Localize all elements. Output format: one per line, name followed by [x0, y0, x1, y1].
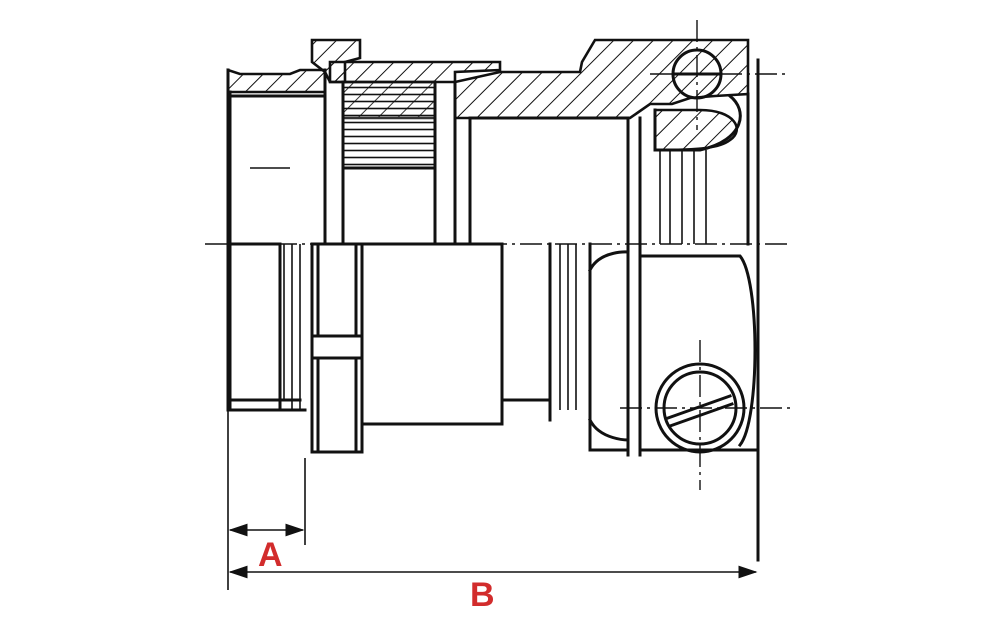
dimension-label-b: B [470, 576, 495, 614]
dimension-b: B [228, 565, 758, 614]
lower-external-view [228, 242, 760, 454]
clamp-ribs [626, 58, 760, 562]
clamp-screw-head-icon [620, 340, 790, 490]
dimension-label-a: A [258, 536, 283, 574]
dimension-a: A [227, 410, 306, 590]
upper-section [226, 38, 750, 170]
inner-bore-upper [228, 94, 630, 170]
